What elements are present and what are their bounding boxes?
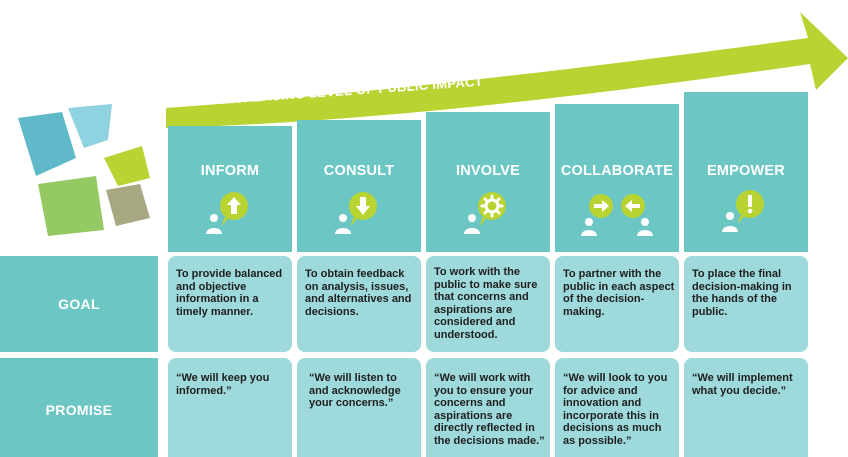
pinwheel-logo [18,104,150,236]
column-title: INFORM [200,163,260,179]
column-inform: INFORM [168,126,292,252]
column-collaborate: COLLABORATE [555,104,679,252]
column-title: INVOLVE [456,163,520,179]
promise-cell-consult: “We will listen to and acknowledge your … [297,358,421,457]
promise-text: “We will keep you informed.” [176,372,270,397]
goal-cell-involve: To work with the public to make sure tha… [426,256,550,352]
column-title: COLLABORATE [560,163,674,179]
arrow-up-icon [206,192,248,234]
goal-cell-collaborate: To partner with the public in each aspec… [555,256,679,352]
row-label-goal: GOAL [58,296,100,312]
promise-text: “We will implement what you decide.” [692,372,793,397]
column-involve: INVOLVE [426,112,550,252]
promise-cell-collaborate: “We will look to you for advice and inno… [555,358,679,457]
column-title: CONSULT [323,163,395,179]
column-consult: CONSULT [297,120,421,252]
promise-cell-inform: “We will keep you informed.” [168,358,292,457]
goal-text: To provide balanced and objective inform… [176,268,283,318]
goal-text: To work with the public to make sure tha… [434,266,538,341]
goal-text: To obtain feedback on analysis, issues, … [305,268,412,318]
exclamation-icon [722,190,764,232]
row-label-promise-box: PROMISE [0,358,158,457]
logo-petal-green [38,176,104,236]
goal-cell-consult: To obtain feedback on analysis, issues, … [297,256,421,352]
promise-text: “We will listen to and acknowledge your … [309,372,401,409]
promise-cell-empower: “We will implement what you decide.” [684,358,808,457]
logo-petal-blue [18,112,76,176]
logo-petal-sky [68,104,112,148]
arrows-exchange-icon [581,194,653,236]
goal-cell-empower: To place the final decision-making in th… [684,256,808,352]
logo-petal-olive [106,184,150,226]
goal-text: To partner with the public in each aspec… [563,268,675,318]
logo-petal-lime [104,146,150,186]
promise-text: “We will work with you to ensure your co… [434,372,545,447]
row-label-goal-box: GOAL [0,256,158,352]
row-label-promise: PROMISE [45,402,113,418]
goal-cell-inform: To provide balanced and objective inform… [168,256,292,352]
promise-text: “We will look to you for advice and inno… [563,372,668,447]
gear-icon [464,192,506,234]
column-title: EMPOWER [707,163,785,179]
arrow-down-icon [335,192,377,234]
promise-cell-involve: “We will work with you to ensure your co… [426,358,550,457]
goal-text: To place the final decision-making in th… [692,268,792,318]
column-empower: EMPOWER [684,92,808,252]
